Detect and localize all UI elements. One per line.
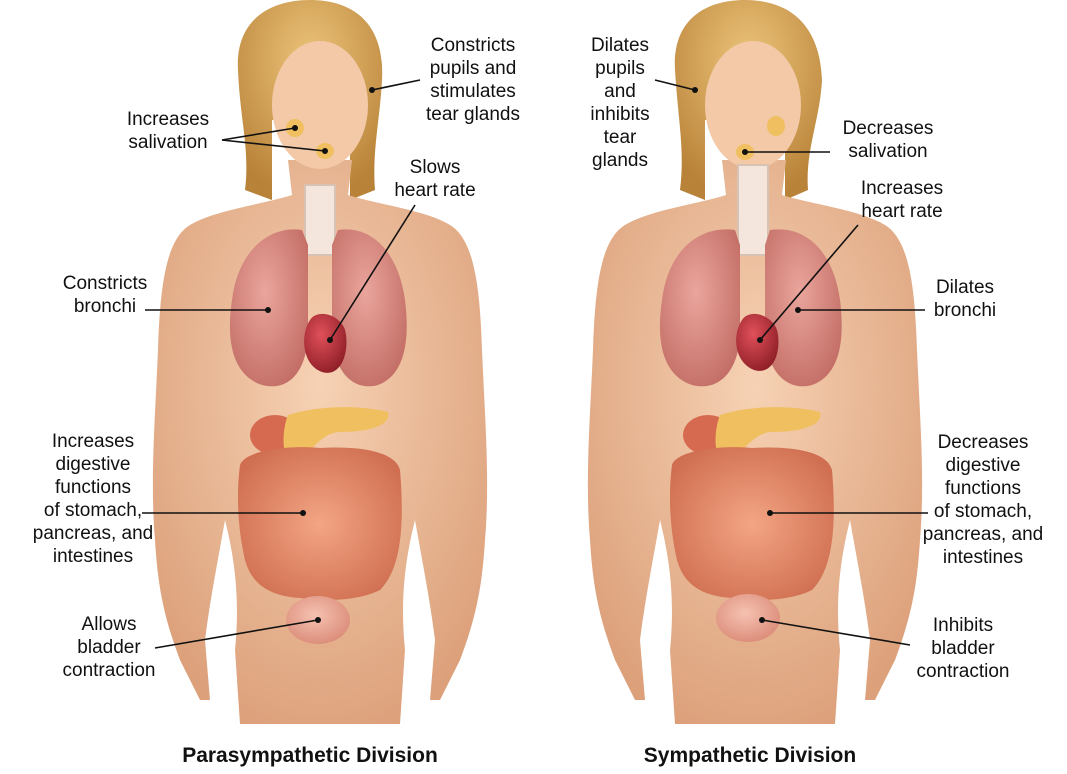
bladder-right — [716, 594, 780, 642]
label-symp-pupils: Dilates pupils and inhibits tear glands — [570, 34, 670, 172]
caption-parasympathetic: Parasympathetic Division — [140, 744, 480, 768]
label-symp-salivation: Decreases salivation — [828, 117, 948, 163]
salivary-gland-right-upper — [767, 116, 785, 136]
label-para-pupils: Constricts pupils and stimulates tear gl… — [408, 34, 538, 126]
caption-sympathetic: Sympathetic Division — [590, 744, 910, 768]
label-symp-heart: Increases heart rate — [842, 177, 962, 223]
trachea-left — [305, 185, 335, 255]
label-symp-digestion: Decreases digestive functions of stomach… — [908, 431, 1058, 569]
label-para-bronchi: Constricts bronchi — [50, 272, 160, 318]
label-symp-bronchi: Dilates bronchi — [915, 276, 1015, 322]
label-symp-bladder: Inhibits bladder contraction — [898, 614, 1028, 683]
intestines-left — [238, 447, 402, 600]
label-para-digestion: Increases digestive functions of stomach… — [18, 430, 168, 568]
label-para-salivation: Increases salivation — [108, 108, 228, 154]
label-para-bladder: Allows bladder contraction — [44, 613, 174, 682]
trachea-right — [738, 165, 768, 255]
intestines-right — [670, 447, 834, 600]
label-para-heart: Slows heart rate — [375, 156, 495, 202]
